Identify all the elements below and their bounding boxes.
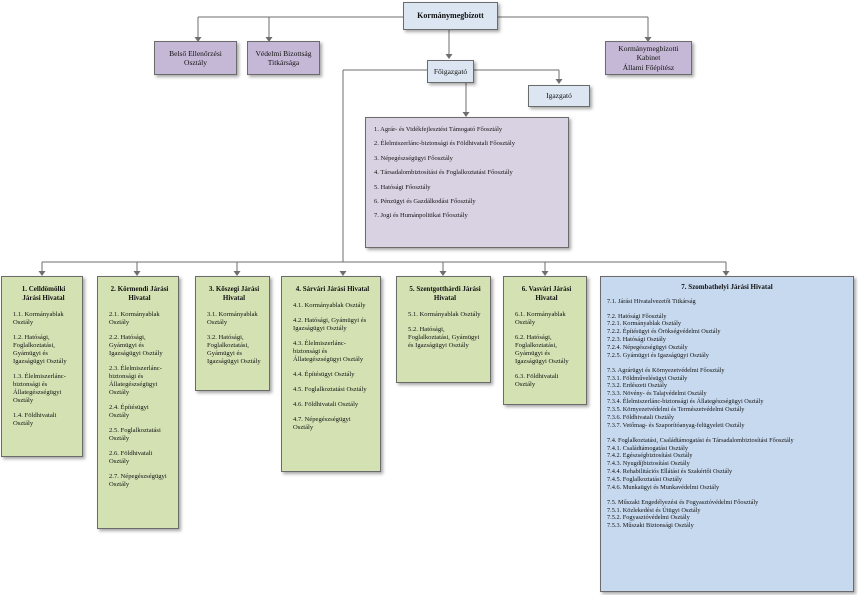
office-title-line: 4. Sárvári Járási Hivatal <box>295 285 370 293</box>
office-item: 6.1. Kormányablak Osztály <box>515 310 566 326</box>
kabinet-line1: Kormánymegbízotti <box>618 43 679 53</box>
office-item: 4.3. Élelmiszerlánc-biztonsági és Állate… <box>293 339 364 363</box>
sz-item: 7.2.4. Népegészségügyi Osztály <box>607 344 688 352</box>
igazgato-box: Igazgató <box>528 85 590 107</box>
office-title-line: 6. Vasvári Járási <box>521 285 572 293</box>
sz-item: 7.4.1. Családtámogatási Osztály <box>607 444 688 452</box>
office-title-line: 5. Szentgotthárdi Járási <box>409 285 481 293</box>
sz-item: 7.3.4. Élelmiszerlánc-biztonsági és Álla… <box>607 398 764 406</box>
office-sarvar: 4. Sárvári Járási Hivatal 4.1. Kormányab… <box>281 276 381 472</box>
foosztaly-item: 3. Népegészségügyi Főosztály <box>374 154 453 162</box>
foosztaly-item: 4. Társadalombiztosítási és Foglalkoztat… <box>374 169 513 177</box>
belso-ellenorzesi-line2: Osztály <box>184 58 207 67</box>
office-title-line: 1. Celldömölki <box>21 285 66 293</box>
sz-item: 7.3.2. Erdészeti Osztály <box>607 382 667 390</box>
kabinet-line3: Állami Főépítész <box>622 62 675 72</box>
foigazgato-title: Főigazgató <box>433 66 468 76</box>
vedelmi-bizottsag-box: Védelmi Bizottság Titkársága <box>247 41 320 75</box>
office-title-line: 3. Kőszegi Járási <box>208 285 260 293</box>
office-item: 6.2. Hatósági, Foglalkoztatási, Gyámügyi… <box>515 333 569 365</box>
sz-item: 7.5.2. Fogyasztóvédelmi Osztály <box>607 514 690 522</box>
office-item: 3.2. Hatósági, Foglalkoztatási, Gyámügyi… <box>207 333 261 365</box>
sz-item: 7.4. Foglalkoztatási, Családtámogatási é… <box>607 436 794 444</box>
sz-item: 7.5. Műszaki Engedélyezési és Fogyasztóv… <box>607 498 759 506</box>
foosztaly-item: 2. Élelmiszerlánc-biztonsági és Földhiva… <box>374 140 515 148</box>
foigazgato-box: Főigazgató <box>427 60 474 83</box>
sz-item: 7.3.1. Földművelésügyi Osztály <box>607 374 688 382</box>
foosztaly-item: 7. Jogi és Humánpolitikai Főosztály <box>374 212 468 220</box>
sz-item: 7.3.5. Környezetvédelmi és Természetvéde… <box>607 406 745 414</box>
vedelmi-bizottsag-line2: Titkársága <box>267 58 300 67</box>
sz-item: 7.1. Járási Hivatalvezetői Titkárság <box>607 297 696 305</box>
office-item: 2.4. Építésügyi Osztály <box>109 403 149 419</box>
office-item: 4.7. Népegészségügyi Osztály <box>293 416 351 432</box>
sz-item: 7.4.2. Egészségbiztosítási Osztály <box>607 452 693 460</box>
kabinet-line2: Kabinet <box>636 53 661 63</box>
office-item: 4.4. Építésügyi Osztály <box>293 370 355 378</box>
sz-item: 7.4.4. Rehabilitációs Ellátási és Szakér… <box>607 468 733 476</box>
belso-ellenorzesi-box: Belső Ellenőrzési Osztály <box>154 41 237 75</box>
igazgato-title: Igazgató <box>546 91 572 101</box>
sz-item: 7.2. Hatósági Főosztály <box>607 312 667 320</box>
office-item: 4.5. Foglalkoztatási Osztály <box>293 385 367 393</box>
sz-item: 7.3.6. Földhivatali Osztály <box>607 413 674 421</box>
office-item: 1.4. Földhivatali Osztály <box>13 411 57 427</box>
top-leader-title: Kormánymegbízott <box>417 11 484 20</box>
belso-ellenorzesi-line1: Belső Ellenőrzési <box>169 48 222 58</box>
sz-item: 7.2.5. Gyámügyi és Igazságügyi Osztály <box>607 351 709 359</box>
office-item: 2.7. Népegészségügyi Osztály <box>109 472 167 488</box>
sz-item: 7.4.5. Foglalkoztatási Osztály <box>607 475 683 483</box>
office-item: 2.1. Kormányablak Osztály <box>109 310 160 326</box>
sz-item: 7.3.3. Növény- és Talajvédelmi Osztály <box>607 390 707 398</box>
sz-item: 7.4.6. Munkaügyi és Munkavédelmi Osztály <box>607 483 720 491</box>
sz-item: 7.4.3. Nyugdíjbiztosítási Osztály <box>607 460 690 468</box>
foosztaly-item: 5. Hatósági Főosztály <box>374 183 431 191</box>
foosztalyok-box: 1. Agrár- és Vidékfejlesztést Támogató F… <box>365 117 569 248</box>
sz-item: 7.2.1. Kormányablak Osztály <box>607 320 681 328</box>
office-item: 4.2. Hatósági, Gyámügyi és Igazságügyi O… <box>293 316 367 332</box>
office-item: 2.2. Hatósági, Gyámügyi és Igazságügyi O… <box>109 333 163 357</box>
office-item: 2.6. Földhivatali Osztály <box>109 449 153 465</box>
sz-item: 7.5.1. Közlekedési és Útügyi Osztály <box>607 506 701 514</box>
foosztaly-item: 1. Agrár- és Vidékfejlesztést Támogató F… <box>374 126 503 133</box>
office-item: 4.1. Kormányablak Osztály <box>293 301 366 309</box>
office-item: 2.5. Foglalkoztatási Osztály <box>109 426 161 442</box>
office-item: 2.3. Élelmiszerlánc-biztonsági és Állate… <box>109 364 162 396</box>
office-item: 1.1. Kormányablak Osztály <box>13 310 64 326</box>
sz-item: 7.2.3. Hatósági Osztály <box>607 336 666 344</box>
office-item: 1.3. Élelmiszerlánc-biztonsági és Állate… <box>13 372 66 404</box>
office-title-line: Hivatal <box>535 293 558 302</box>
sz-item: 7.3. Agrárügyi és Környezetvédelmi Főosz… <box>607 366 725 374</box>
office-item: 6.3. Földhivatali Osztály <box>515 372 559 388</box>
office-title-line: 2. Körmendi Járási <box>110 285 169 293</box>
office-item: 5.1. Kormányablak Osztály <box>408 310 481 318</box>
sz-item: 7.5.3. Műszaki Biztonsági Osztály <box>607 522 694 530</box>
office-item: 3.1. Kormányablak Osztály <box>207 310 258 326</box>
office-title-line: Hivatal <box>433 293 457 302</box>
szombathely-title: 7. Szombathelyi Járási Hivatal <box>681 283 773 291</box>
office-item: 1.2. Hatósági, Foglalkoztatási, Gyámügyi… <box>13 333 67 365</box>
office-item: 5.2. Hatósági, Foglalkoztatási, Gyámügyi… <box>408 325 480 349</box>
kabinet-box: Kormánymegbízotti Kabinet Állami Főépíté… <box>605 41 692 75</box>
office-title-line: Hivatal <box>128 293 151 302</box>
vedelmi-bizottsag-line1: Védelmi Bizottság <box>255 48 312 58</box>
top-leader-box: Kormánymegbízott <box>403 2 498 30</box>
sz-item: 7.3.7. Vetőmag- és Szaporítóanyag-felügy… <box>607 421 745 429</box>
office-title-line: Hivatal <box>222 293 246 302</box>
office-title-line: Járási Hivatal <box>22 293 65 302</box>
office-item: 4.6. Földhivatali Osztály <box>293 401 359 408</box>
foosztaly-item: 6. Pénzügyi és Gazdálkodási Főosztály <box>374 197 476 205</box>
office-szombathely: 7. Szombathelyi Járási Hivatal 7.1. Járá… <box>600 276 854 592</box>
sz-item: 7.2.2. Építésügyi és Örökségvédelmi Oszt… <box>607 328 721 336</box>
